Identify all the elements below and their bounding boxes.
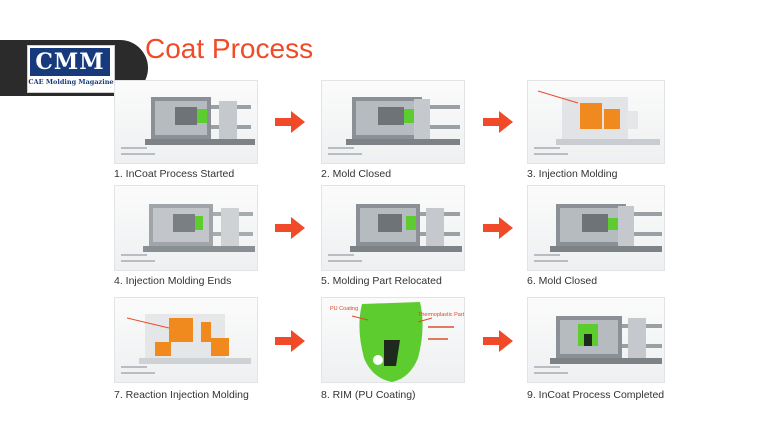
step-1-image — [114, 80, 258, 164]
step-9-image — [527, 297, 665, 383]
arrow-right-icon — [483, 330, 513, 352]
step-8-image: PU Coating Thermoplastic Part — [321, 297, 465, 383]
step-3-image — [527, 80, 665, 164]
step-2-image — [321, 80, 465, 164]
step-7-image — [114, 297, 258, 383]
step-5-caption: 5. Molding Part Relocated — [321, 275, 442, 287]
step-2-caption: 2. Mold Closed — [321, 168, 392, 180]
cmm-logo: CMM CAE Molding Magazine — [27, 45, 115, 93]
step-7-caption: 7. Reaction Injection Molding — [114, 389, 249, 401]
logo-tagline: CAE Molding Magazine — [28, 78, 114, 86]
step-8-caption: 8. RIM (PU Coating) — [321, 389, 416, 401]
step-9-caption: 9. InCoat Process Completed — [527, 389, 665, 401]
arrow-right-icon — [275, 330, 305, 352]
step-6-image — [527, 185, 665, 271]
step-6-caption: 6. Mold Closed — [527, 275, 598, 287]
arrow-right-icon — [483, 217, 513, 239]
step-5-image — [321, 185, 465, 271]
arrow-right-icon — [275, 217, 305, 239]
pu-coating-label: PU Coating — [330, 306, 359, 312]
step-4-image — [114, 185, 258, 271]
arrow-right-icon — [483, 111, 513, 133]
arrow-right-icon — [275, 111, 305, 133]
page-title: Coat Process — [145, 33, 314, 64]
step-3-caption: 3. Injection Molding — [527, 168, 618, 180]
thermoplastic-part-label: Thermoplastic Part — [418, 312, 465, 318]
logo-word: CMM — [30, 48, 110, 76]
step-4-caption: 4. Injection Molding Ends — [114, 275, 232, 287]
step-1-caption: 1. InCoat Process Started — [114, 168, 235, 180]
